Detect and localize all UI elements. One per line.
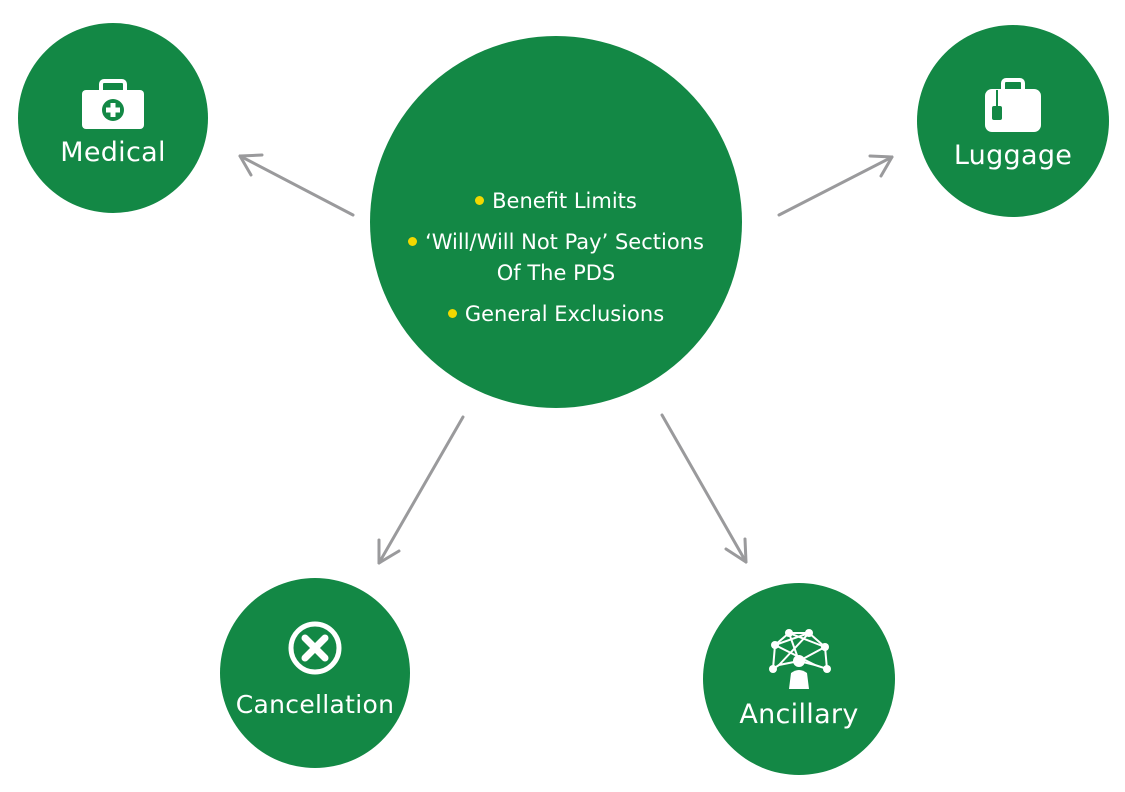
bullet-will-will-not-pay: ‘Will/Will Not Pay’ Sections Of The PDS	[370, 227, 742, 289]
bullet-general-exclusions: General Exclusions	[370, 299, 742, 330]
medical-label: Medical	[60, 136, 166, 168]
medical-node[interactable]: Medical	[18, 23, 208, 213]
cancel-x-icon	[287, 620, 343, 676]
luggage-node[interactable]: Luggage	[917, 25, 1109, 217]
suitcase-icon	[983, 77, 1043, 134]
luggage-label: Luggage	[953, 139, 1073, 171]
arrow-to-medical	[238, 153, 355, 217]
ancillary-node[interactable]: Ancillary	[703, 583, 895, 775]
medical-kit-icon	[80, 78, 146, 131]
bullet-text: Benefit Limits	[492, 189, 637, 213]
bullet-text: General Exclusions	[464, 302, 665, 326]
bullet-text-continued: Of The PDS	[496, 261, 616, 285]
arrow-to-luggage	[777, 154, 894, 217]
ancillary-label: Ancillary	[739, 698, 859, 730]
bullet-dot	[408, 236, 418, 246]
bullet-benefit-limits: Benefit Limits	[370, 186, 742, 217]
arrow-to-ancillary	[660, 413, 748, 564]
bullet-text: ‘Will/Will Not Pay’ Sections	[425, 230, 704, 254]
center-bullet-list: Benefit Limits ‘Will/Will Not Pay’ Secti…	[370, 186, 742, 340]
cancellation-label: Cancellation	[235, 689, 395, 719]
cancellation-node[interactable]: Cancellation	[220, 578, 410, 768]
center-circle: Benefit Limits ‘Will/Will Not Pay’ Secti…	[370, 36, 742, 408]
network-person-icon	[765, 625, 833, 691]
arrow-to-cancellation	[377, 415, 465, 565]
bullet-dot	[475, 195, 485, 205]
bullet-dot	[447, 308, 457, 318]
